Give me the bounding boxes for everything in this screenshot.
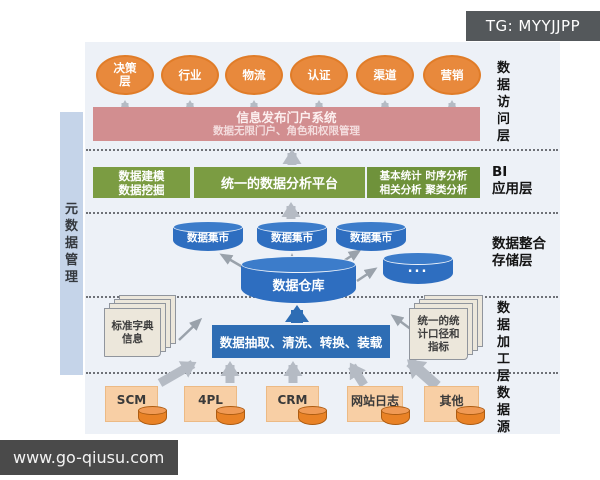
bi-platform-box: 统一的数据分析平台	[194, 167, 365, 198]
consumer-ellipse-channel: 渠道	[356, 55, 414, 95]
unified-metrics-doc-stack: 统一的统 计口径和 指标	[409, 295, 485, 361]
source-box-4pl: 4PL	[184, 386, 237, 422]
consumer-ellipse-decision: 决策层	[96, 55, 154, 95]
standard-dictionary-label: 标准字典 信息	[104, 308, 161, 357]
consumer-ellipse-industry: 行业	[161, 55, 219, 95]
data-warehouse-cylinder: 数据仓库	[241, 256, 356, 303]
bi-modeling-box: 数据建模 数据挖掘	[93, 167, 190, 198]
cylinder-top	[336, 221, 406, 233]
portal-subtitle: 数据无限门户、角色和权限管理	[213, 125, 360, 137]
source-db-cylinder	[456, 406, 485, 425]
layer-divider-access-bi	[86, 149, 558, 151]
cylinder-top	[298, 406, 327, 415]
metadata-management-label: 元数据管理	[64, 202, 78, 285]
layer-divider-processing-source	[86, 372, 558, 374]
consumer-label: 物流	[242, 67, 266, 82]
source-db-cylinder	[381, 406, 410, 425]
tg-watermark-text: TG: MYYJJPP	[485, 17, 581, 35]
cylinder-top	[138, 406, 167, 415]
data-mart-cylinder-2: 数据集市	[257, 221, 327, 251]
site-watermark-text: www.go-qiusu.com	[13, 448, 165, 467]
source-db-cylinder	[138, 406, 167, 425]
consumer-label: 决策层	[113, 61, 137, 88]
consumer-ellipse-logistics: 物流	[225, 55, 283, 95]
consumer-label: 营销	[440, 67, 464, 82]
source-db-cylinder	[216, 406, 245, 425]
cylinder-top	[241, 256, 356, 273]
cylinder-top	[456, 406, 485, 415]
portal-title: 信息发布门户系统	[236, 110, 337, 125]
cylinder-top	[257, 221, 327, 233]
source-db-cylinder	[298, 406, 327, 425]
layer-label-bi-application: BI 应用层	[492, 164, 533, 197]
tg-watermark-badge: TG: MYYJJPP	[466, 11, 600, 41]
etl-process-box: 数据抽取、清洗、转换、装载	[212, 325, 390, 358]
consumer-label: 渠道	[373, 67, 397, 82]
data-mart-cylinder-1: 数据集市	[173, 221, 243, 251]
consumer-ellipse-marketing: 营销	[423, 55, 481, 95]
layer-label-data-source: 数据源	[496, 386, 510, 435]
cylinder-top	[383, 252, 453, 265]
bi-analysis-box: 基本统计 时序分析 相关分析 聚类分析	[367, 167, 480, 198]
info-portal-box: 信息发布门户系统 数据无限门户、角色和权限管理	[93, 107, 480, 141]
more-marts-cylinder: ...	[383, 252, 453, 284]
metadata-management-bar: 元数据管理	[60, 112, 83, 375]
layer-label-integration-storage: 数据整合 存储层	[492, 236, 546, 269]
data-mart-cylinder-3: 数据集市	[336, 221, 406, 251]
standard-dictionary-doc-stack: 标准字典 信息	[104, 295, 178, 359]
consumer-ellipse-certification: 认证	[290, 55, 348, 95]
unified-metrics-label: 统一的统 计口径和 指标	[409, 308, 468, 360]
layer-label-data-access: 数据访问层	[496, 61, 510, 144]
source-box-other: 其他	[424, 386, 479, 422]
consumer-label: 行业	[178, 67, 202, 82]
cylinder-top	[216, 406, 245, 415]
layer-label-data-processing: 数据加工层	[496, 301, 510, 384]
consumer-label: 认证	[307, 67, 331, 82]
source-box-scm: SCM	[105, 386, 158, 422]
site-watermark-badge: www.go-qiusu.com	[0, 440, 178, 475]
layer-divider-bi-storage	[86, 212, 558, 214]
cylinder-top	[173, 221, 243, 233]
cylinder-top	[381, 406, 410, 415]
